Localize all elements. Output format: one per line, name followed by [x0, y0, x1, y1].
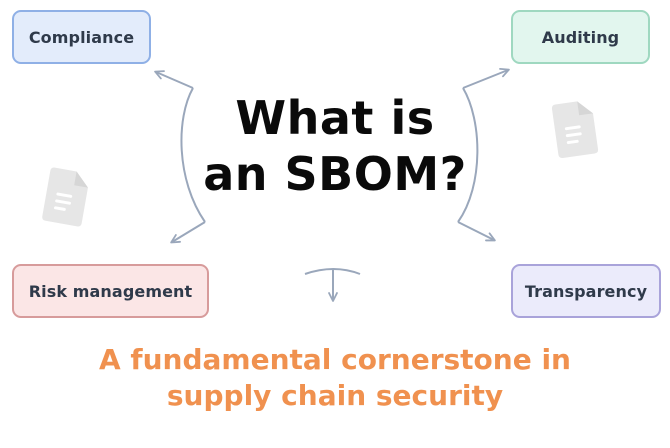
right-connector [457, 67, 510, 242]
auditing-label: Auditing [541, 27, 620, 47]
transparency-node: Transparency [511, 264, 661, 318]
subtitle-line-1: A fundamental cornerstone in [99, 343, 571, 376]
title-line-2: an SBOM? [203, 147, 467, 201]
document-icon [42, 167, 88, 227]
compliance-label: Compliance [28, 27, 135, 47]
bottom-connector [304, 268, 361, 302]
arrow-to-auditing [462, 67, 510, 89]
risk-management-label: Risk management [28, 281, 193, 301]
left-connector [154, 70, 206, 244]
diagram-title: What is an SBOM? [160, 90, 510, 202]
title-line-1: What is [235, 91, 435, 145]
arrow-to-transparency [457, 221, 496, 242]
document-icon [551, 101, 599, 159]
transparency-label: Transparency [524, 281, 648, 301]
diagram-subtitle: A fundamental cornerstone in supply chai… [60, 342, 610, 414]
arrow-to-compliance [154, 70, 194, 89]
arrow-to-risk-management [170, 221, 206, 244]
compliance-node: Compliance [12, 10, 151, 64]
auditing-node: Auditing [511, 10, 650, 64]
risk-management-node: Risk management [12, 264, 209, 318]
subtitle-line-2: supply chain security [166, 379, 504, 412]
